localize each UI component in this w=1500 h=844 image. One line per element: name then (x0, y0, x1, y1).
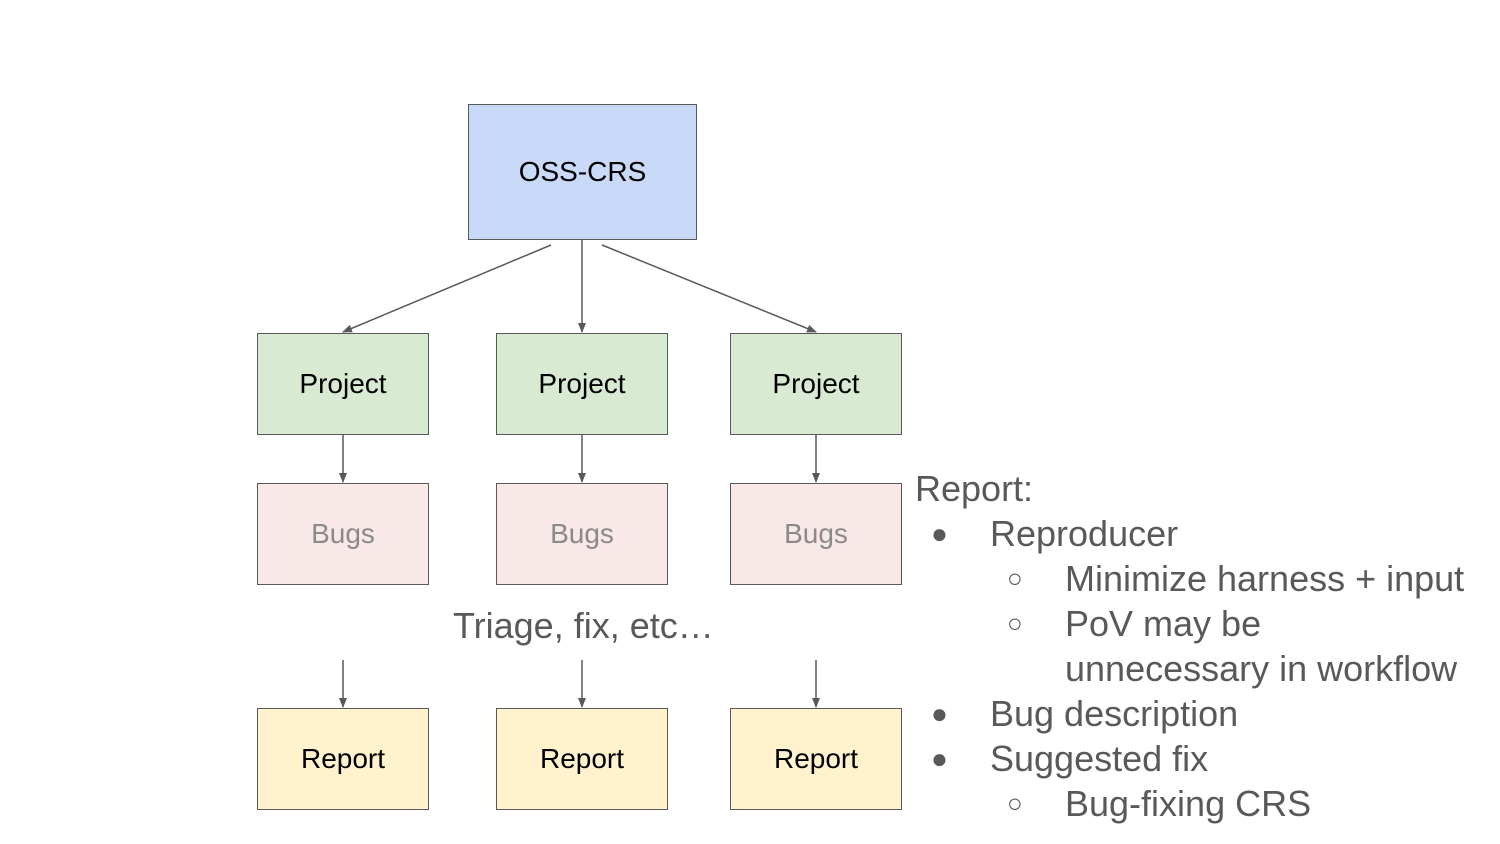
bugs-label: Bugs (311, 518, 375, 549)
process-label: Triage, fix, etc… (453, 605, 714, 646)
report-label: Report (773, 743, 859, 774)
project-node-1: Project (257, 333, 429, 435)
bugs-node-1: Bugs (257, 483, 429, 585)
bullet-icon: ● (931, 518, 948, 549)
project-label: Project (772, 368, 860, 399)
notes-item-text: Suggested fix (990, 738, 1209, 779)
project-node-2: Project (496, 333, 668, 435)
notes-subitem-text: PoV may be (1065, 603, 1262, 644)
project-node-3: Project (730, 333, 902, 435)
arrow-root-to-project-1 (342, 244, 552, 333)
project-label: Project (299, 368, 387, 399)
hollow-bullet-icon: ○ (1007, 608, 1023, 638)
report-notes: Report: ● Reproducer ○ Minimize harness … (915, 466, 1464, 826)
notes-subitem-minimize: ○ Minimize harness + input (915, 556, 1464, 601)
notes-subitem-text: Bug-fixing CRS (1065, 783, 1312, 824)
report-node-2: Report (496, 708, 668, 810)
hollow-bullet-icon: ○ (1007, 788, 1023, 818)
oss-crs-node: OSS-CRS (468, 104, 697, 240)
bullet-icon: ● (931, 743, 948, 774)
report-node-1: Report (257, 708, 429, 810)
report-node-3: Report (730, 708, 902, 810)
report-label: Report (300, 743, 386, 774)
notes-heading: Report: (915, 468, 1034, 509)
notes-item-bug-description: ● Bug description (915, 691, 1238, 736)
bullet-icon: ● (931, 698, 948, 729)
notes-subitem-bug-fixing-crs: ○ Bug-fixing CRS (915, 781, 1311, 826)
notes-item-reproducer: ● Reproducer (915, 511, 1178, 556)
notes-subitem-pov: ○ PoV may be (915, 601, 1261, 646)
notes-subitem-text: unnecessary in workflow (1065, 648, 1458, 689)
bugs-node-3: Bugs (730, 483, 902, 585)
bugs-node-2: Bugs (496, 483, 668, 585)
notes-item-suggested-fix: ● Suggested fix (915, 736, 1208, 781)
oss-crs-label: OSS-CRS (518, 156, 647, 187)
arrow-root-to-project-3 (601, 244, 817, 333)
notes-subitem-text: Minimize harness + input (1065, 558, 1465, 599)
hollow-bullet-icon: ○ (1007, 563, 1023, 593)
notes-item-text: Reproducer (990, 513, 1179, 554)
notes-subitem-pov-continued: unnecessary in workflow (915, 646, 1457, 691)
bugs-label: Bugs (550, 518, 614, 549)
report-label: Report (539, 743, 625, 774)
notes-item-text: Bug description (990, 693, 1239, 734)
bugs-label: Bugs (784, 518, 848, 549)
project-label: Project (538, 368, 626, 399)
